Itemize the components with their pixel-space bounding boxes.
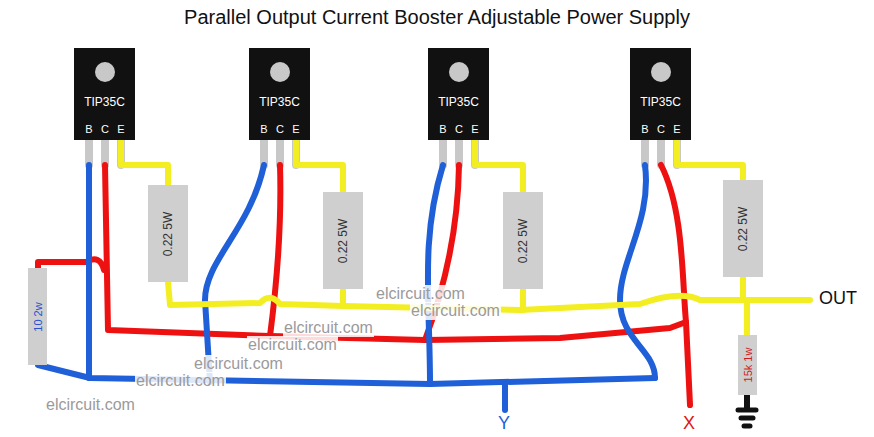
- pin-label: C: [455, 124, 463, 135]
- resistor-body: 15k 1w: [738, 335, 757, 395]
- base-wire: [38, 165, 655, 410]
- pin-label: B: [260, 124, 267, 135]
- output-terminal: OUT: [818, 289, 858, 309]
- terminal-label: X: [682, 414, 696, 434]
- title: Parallel Output Current Booster Adjustab…: [0, 6, 874, 28]
- resistor-value: 0.22 5W: [517, 218, 529, 263]
- resistor-value: 0.22 5W: [737, 206, 749, 251]
- watermark: elcircuit.com: [193, 355, 284, 373]
- collector-wire: [38, 165, 690, 405]
- watermark: elcircuit.com: [410, 302, 501, 320]
- resistor-body: 0.22 5W: [148, 185, 188, 282]
- resistor-value: 15k 1w: [742, 348, 753, 383]
- watermark: elcircuit.com: [247, 336, 338, 354]
- transistor-body: TIP35C BCE: [630, 48, 691, 140]
- pin-label: E: [117, 124, 124, 135]
- resistor-body: 0.22 5W: [723, 180, 763, 277]
- emitter-wire: [475, 140, 523, 192]
- pin-label: B: [641, 124, 648, 135]
- pin-label: B: [85, 124, 92, 135]
- resistor-body: 0.22 5W: [503, 192, 543, 289]
- emitter-wire: [677, 140, 743, 180]
- pin-label: C: [657, 124, 665, 135]
- watermark: elcircuit.com: [135, 372, 226, 390]
- mounting-hole: [95, 62, 115, 82]
- pin-label: C: [101, 124, 109, 135]
- resistor-value: 0.22 5W: [337, 218, 349, 263]
- part-number: TIP35C: [259, 96, 300, 108]
- watermark: elcircuit.com: [283, 319, 374, 337]
- ground-symbol: [738, 395, 756, 426]
- part-number: TIP35C: [640, 96, 681, 108]
- pin-label: E: [292, 124, 299, 135]
- pin-label: E: [471, 124, 478, 135]
- output-bus: [168, 278, 810, 335]
- resistor-value: 0.22 5W: [162, 211, 174, 256]
- mounting-hole: [270, 62, 290, 82]
- resistor-body: 0.22 5W: [323, 192, 363, 289]
- emitter-wire: [296, 140, 343, 192]
- pin-label: E: [673, 124, 680, 135]
- transistor-body: TIP35C BCE: [428, 48, 489, 140]
- mounting-hole: [449, 62, 469, 82]
- transistor-body: TIP35C BCE: [74, 48, 135, 140]
- emitter-wire: [121, 140, 168, 185]
- mounting-hole: [651, 62, 671, 82]
- pin-label: C: [276, 124, 284, 135]
- watermark: elcircuit.com: [45, 396, 136, 414]
- watermark: elcircuit.com: [375, 285, 466, 303]
- pin-label: B: [439, 124, 446, 135]
- transistor-pins: [89, 140, 677, 165]
- resistor-body: 10 2w: [28, 268, 47, 365]
- transistor-body: TIP35C BCE: [249, 48, 310, 140]
- resistor-value: 10 2w: [32, 302, 43, 331]
- terminal-label: Y: [497, 414, 511, 434]
- part-number: TIP35C: [438, 96, 479, 108]
- part-number: TIP35C: [84, 96, 125, 108]
